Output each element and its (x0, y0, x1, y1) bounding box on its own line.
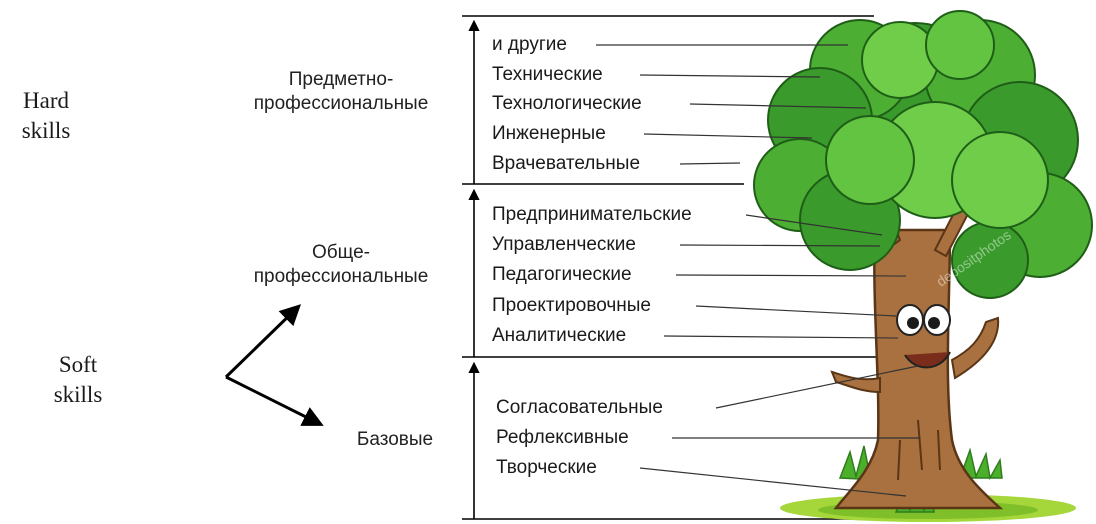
hard-skills-label: Hard skills (6, 86, 86, 146)
skill-item-entrepreneurial: Предпринимательские (492, 204, 692, 225)
leader-lines (596, 44, 920, 497)
category-subject-line-1: Предметно- (288, 69, 394, 90)
category-subject-professional: Предметно- профессиональные (230, 68, 452, 116)
skill-item-technical: Технические (492, 64, 603, 85)
hard-skills-line-2: skills (21, 118, 71, 143)
category-general-professional: Обще- профессиональные (230, 241, 452, 289)
skill-item-coordinating: Согласовательные (496, 397, 663, 418)
category-general-line-2: профессиональные (253, 266, 429, 287)
skill-item-pedagogical: Педагогические (492, 264, 632, 285)
tree-illustration (753, 10, 1093, 522)
soft-skills-label: Soft skills (38, 350, 118, 410)
skill-item-technological: Технологические (492, 93, 642, 114)
category-general-line-1: Обще- (312, 242, 370, 263)
category-subject-line-2: профессиональные (253, 93, 429, 114)
soft-skills-line-2: skills (53, 382, 103, 407)
hard-skills-line-1: Hard (23, 88, 69, 113)
skill-item-analytical: Аналитические (492, 325, 627, 346)
skill-item-creative: Творческие (496, 457, 597, 478)
soft-skills-line-1: Soft (58, 352, 98, 377)
category-basic: Базовые (340, 428, 450, 452)
skill-item-others: и другие (492, 34, 567, 55)
skill-item-design: Проектировочные (492, 295, 651, 316)
skill-item-reflexive: Рефлексивные (496, 427, 629, 448)
skill-item-managerial: Управленческие (492, 234, 636, 255)
skill-item-medical: Врачевательные (492, 153, 641, 174)
skill-item-engineering: Инженерные (492, 123, 606, 144)
soft-skills-arrows (224, 304, 324, 426)
category-basic-text: Базовые (356, 429, 434, 450)
